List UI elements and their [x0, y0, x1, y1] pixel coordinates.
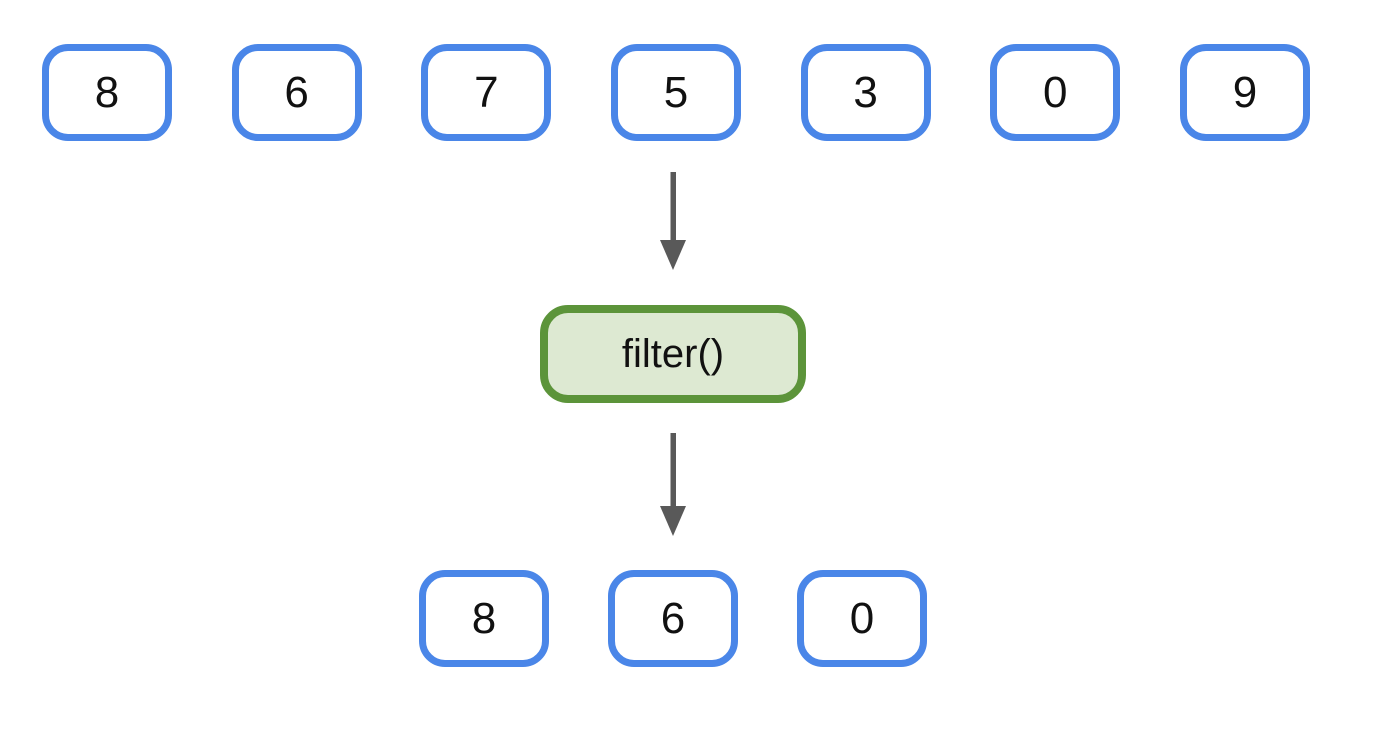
output-value-box: 0 [797, 570, 927, 667]
input-value-box: 7 [421, 44, 552, 141]
input-value-box: 9 [1179, 44, 1310, 141]
input-value-box: 3 [800, 44, 931, 141]
arrow-down-icon [660, 172, 686, 270]
input-value-box: 0 [990, 44, 1121, 141]
arrow-down-icon [660, 433, 686, 536]
output-value-box: 8 [419, 570, 549, 667]
output-value-box: 6 [608, 570, 738, 667]
input-value-box: 8 [42, 44, 172, 141]
input-value-box: 6 [231, 44, 362, 141]
filter-function-box: filter() [540, 305, 806, 403]
input-value-box: 5 [610, 44, 741, 141]
filter-function-label: filter() [621, 332, 725, 376]
